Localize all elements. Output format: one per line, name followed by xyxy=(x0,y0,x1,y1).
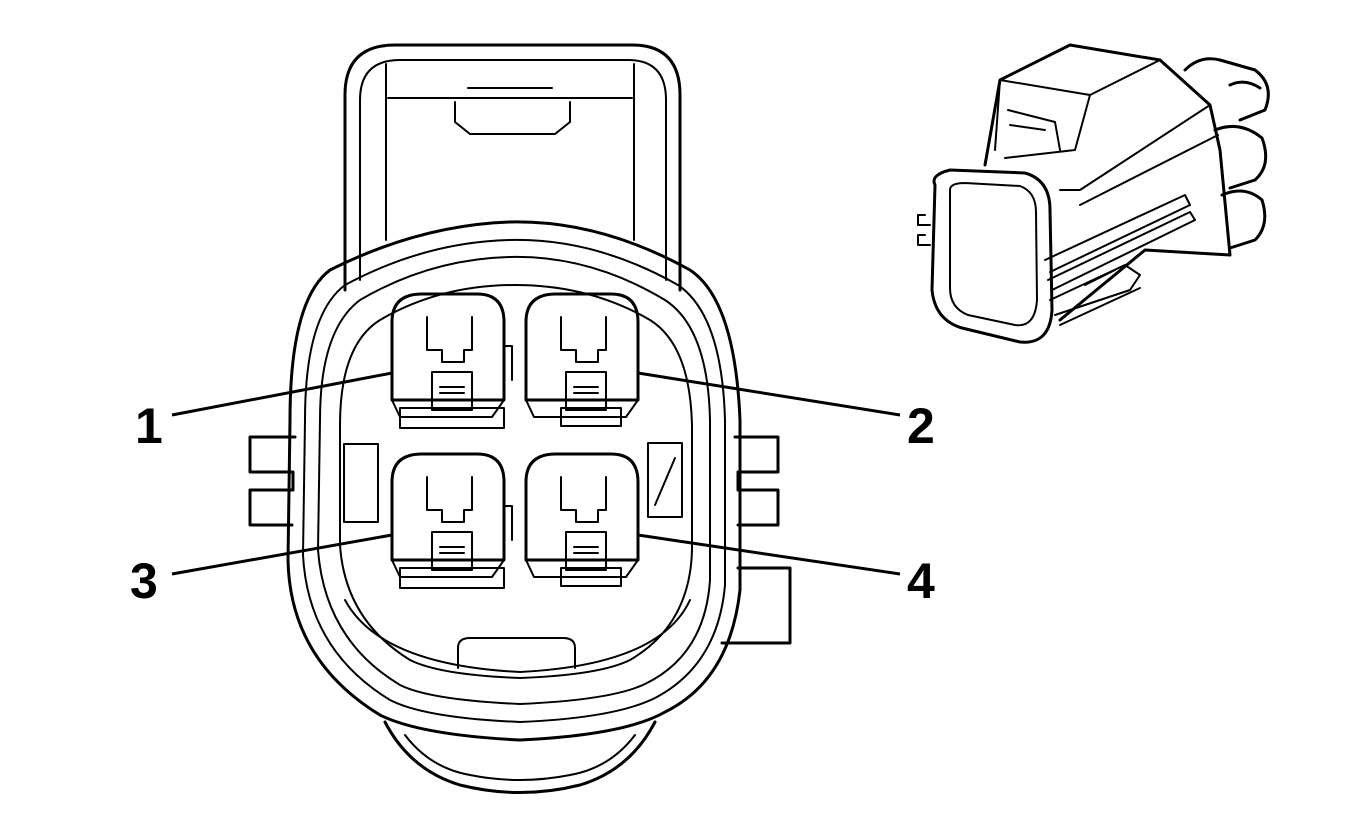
leader-line-4 xyxy=(637,533,901,576)
right-ribs xyxy=(720,435,792,645)
connector-shell xyxy=(286,220,742,742)
terminal-cavity-3 xyxy=(390,452,513,589)
terminal-cavity-2 xyxy=(524,292,640,427)
left-polarizing-slot xyxy=(343,443,379,523)
terminal-label-3: 3 xyxy=(130,553,158,609)
terminal-label-2: 2 xyxy=(907,398,935,454)
leader-line-2 xyxy=(637,371,901,417)
wire-boot xyxy=(383,720,657,794)
terminal-label-4: 4 xyxy=(907,553,935,609)
connector-face-view: 1 2 3 4 xyxy=(130,43,935,794)
connector-isometric-view xyxy=(917,43,1270,344)
terminal-cavity-1 xyxy=(390,292,513,429)
right-polarizing-slot xyxy=(647,442,683,518)
terminal-label-1: 1 xyxy=(135,398,163,454)
leader-line-1 xyxy=(171,371,393,417)
left-ribs xyxy=(248,435,297,527)
terminal-cavity-4 xyxy=(524,452,640,587)
lock-tab xyxy=(343,43,682,292)
leader-line-3 xyxy=(171,533,393,576)
